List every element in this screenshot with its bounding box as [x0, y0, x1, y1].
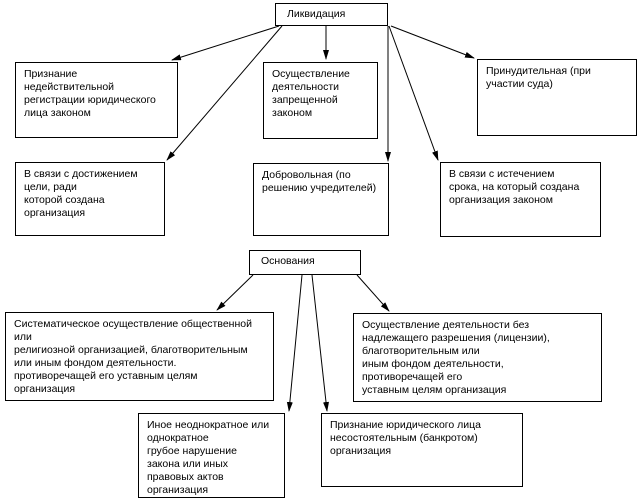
node-term-expired: В связи с истечением срока, на который с… — [440, 162, 601, 237]
arrow-liquidation-to-compulsory — [390, 25, 475, 59]
arrow-grounds-to-other-violation — [286, 274, 303, 412]
node-systematic-activity: Систематическое осуществление общественн… — [5, 312, 274, 401]
arrow-grounds-to-no-license — [356, 274, 390, 312]
node-grounds: Основания — [249, 250, 361, 275]
node-compulsory: Принудительная (при участии суда) — [477, 59, 637, 136]
arrow-grounds-to-bankruptcy — [311, 274, 329, 412]
node-no-license: Осуществление деятельности без надлежаще… — [353, 313, 602, 402]
node-liquidation: Ликвидация — [275, 3, 388, 26]
arrow-liquidation-to-invalid-registration — [171, 25, 280, 61]
node-voluntary: Добровольная (по решению учредителей) — [253, 163, 389, 236]
arrow-liquidation-to-term-expired — [388, 25, 439, 161]
node-other-violation: Иное неоднократное или однократное грубо… — [138, 413, 285, 498]
arrow-grounds-to-systematic-activity — [216, 274, 254, 311]
arrow-liquidation-to-goal-achieved — [166, 25, 283, 161]
node-invalid-registration: Признание недействительной регистрации ю… — [15, 62, 178, 138]
node-prohibited-activity: Осуществление деятельности запрещенной з… — [263, 62, 378, 139]
node-goal-achieved: В связи с достижением цели, ради которой… — [15, 162, 165, 236]
node-bankruptcy: Признание юридического лица несостоятель… — [321, 413, 523, 487]
